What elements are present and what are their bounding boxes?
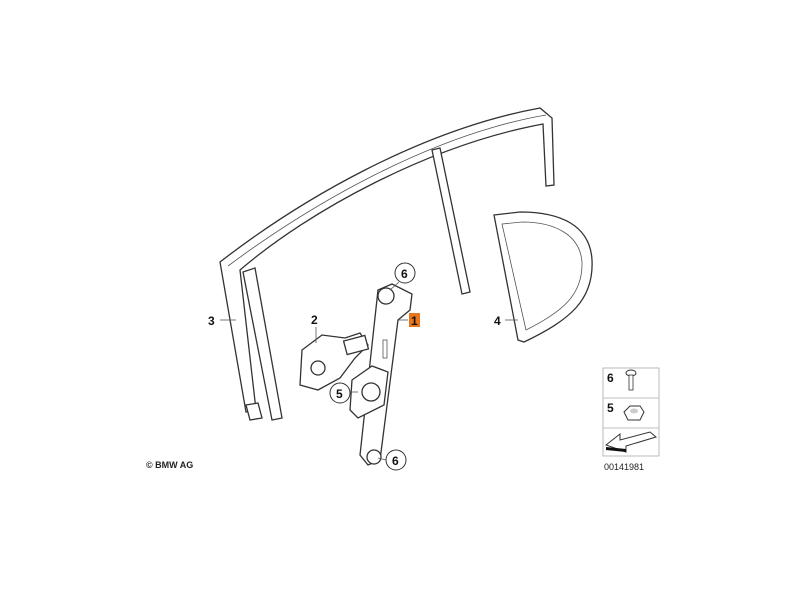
arrow-icon xyxy=(604,431,658,453)
legend-6-label: 6 xyxy=(607,371,614,385)
callout-5[interactable]: 5 xyxy=(336,387,343,401)
callout-6-top[interactable]: 6 xyxy=(401,267,408,281)
callout-5-circle xyxy=(329,382,351,404)
quarter-glass-seal xyxy=(493,211,593,343)
diagram-number: 00141981 xyxy=(604,462,644,472)
legend: 6 5 xyxy=(602,367,660,457)
legend-5-label: 5 xyxy=(607,401,614,415)
screw-icon xyxy=(625,369,637,391)
window-motor xyxy=(299,332,370,391)
callout-6-bottom[interactable]: 6 xyxy=(392,454,399,468)
window-frame-seal xyxy=(219,107,555,421)
callout-6-bottom-circle xyxy=(385,449,407,471)
callout-1-highlight xyxy=(409,313,420,327)
callout-3[interactable]: 3 xyxy=(208,314,215,328)
nut-icon xyxy=(623,405,645,421)
leader-lines xyxy=(220,281,518,461)
callout-1[interactable]: 1 xyxy=(411,314,418,328)
callout-4[interactable]: 4 xyxy=(494,314,501,328)
callout-6-top-circle xyxy=(394,262,416,284)
callout-2[interactable]: 2 xyxy=(311,313,318,327)
copyright: © BMW AG xyxy=(146,460,193,470)
window-regulator xyxy=(349,283,413,466)
